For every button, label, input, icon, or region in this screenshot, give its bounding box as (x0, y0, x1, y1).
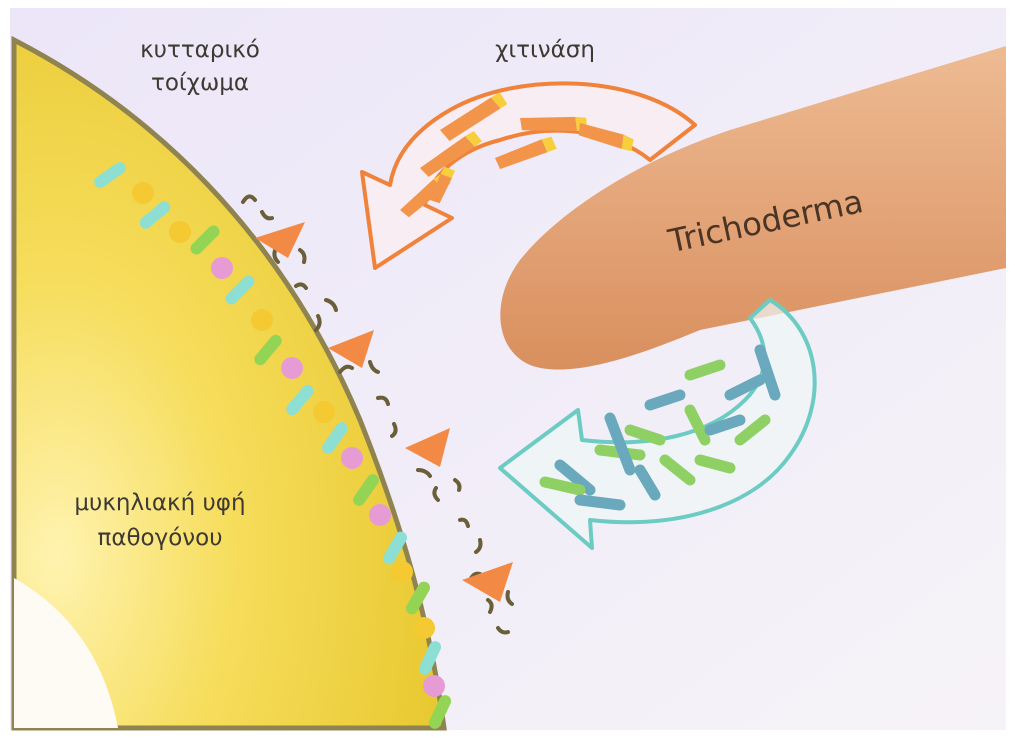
wall-component-14 (341, 447, 363, 469)
chitinase-label: χιτινάση (495, 37, 595, 63)
wall-component-18 (391, 561, 413, 583)
cell-wall-label-line2: τοίχωμα (151, 70, 249, 96)
wall-component-10 (281, 357, 303, 379)
cell-wall-label-line1: κυτταρικό (140, 37, 260, 63)
pathogen-hypha-label-line1: μυκηλιακή υφή (74, 490, 245, 516)
wall-component-12 (313, 401, 335, 423)
pathogen-hypha-label-line2: παθογόνου (97, 525, 222, 551)
wall-component-22 (423, 675, 445, 697)
wall-component-20 (413, 617, 435, 639)
wall-component-4 (169, 221, 191, 243)
wall-component-2 (132, 182, 154, 204)
wall-component-6 (211, 257, 233, 279)
wall-component-16 (369, 504, 391, 526)
wall-component-8 (251, 309, 273, 331)
